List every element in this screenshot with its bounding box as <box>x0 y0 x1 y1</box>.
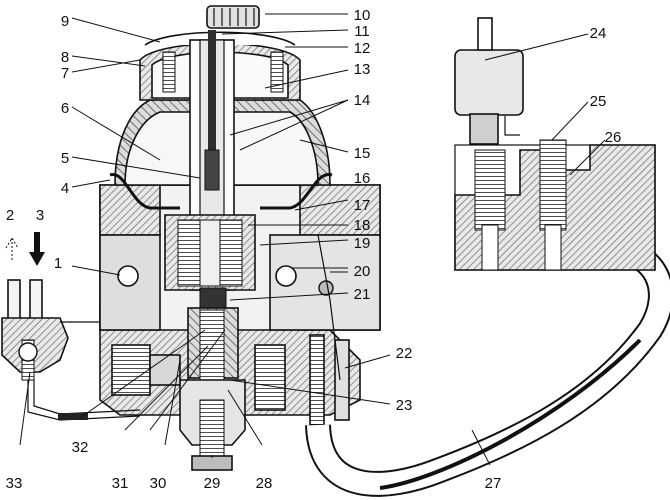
callout-labels: 1 2 3 4 5 6 7 8 9 10 11 12 13 14 15 16 1… <box>6 7 622 492</box>
callout-24: 24 <box>590 25 607 42</box>
callout-17: 17 <box>354 197 371 214</box>
callout-28: 28 <box>256 475 273 492</box>
callout-20: 20 <box>354 263 371 280</box>
callout-18: 18 <box>354 217 371 234</box>
callout-10: 10 <box>354 7 371 24</box>
callout-23: 23 <box>396 397 413 414</box>
callout-30: 30 <box>150 475 167 492</box>
fuel-inlet-assembly <box>1 232 141 421</box>
callout-2: 2 <box>6 207 14 224</box>
callout-3: 3 <box>36 207 44 224</box>
callout-27: 27 <box>485 475 502 492</box>
callout-7: 7 <box>61 65 69 82</box>
callout-26: 26 <box>605 129 622 146</box>
callout-6: 6 <box>61 100 69 117</box>
callout-11: 11 <box>354 23 370 40</box>
callout-31: 31 <box>112 475 129 492</box>
callout-29: 29 <box>204 475 221 492</box>
leader-lines <box>19 13 606 466</box>
callout-19: 19 <box>354 235 371 252</box>
callout-4: 4 <box>61 180 69 197</box>
callout-14: 14 <box>354 92 371 109</box>
callout-32: 32 <box>72 439 89 456</box>
callout-25: 25 <box>590 93 607 110</box>
callout-21: 21 <box>354 286 371 303</box>
solenoid-valve-inset <box>454 17 656 271</box>
callout-9: 9 <box>61 13 69 30</box>
callout-22: 22 <box>396 345 413 362</box>
callout-15: 15 <box>354 145 371 162</box>
carburetor-body <box>99 5 381 471</box>
callout-5: 5 <box>61 150 69 167</box>
callout-8: 8 <box>61 49 69 66</box>
callout-13: 13 <box>354 61 371 78</box>
callout-1: 1 <box>54 255 62 272</box>
callout-16: 16 <box>354 170 371 187</box>
callout-12: 12 <box>354 40 371 57</box>
callout-33: 33 <box>6 475 23 492</box>
